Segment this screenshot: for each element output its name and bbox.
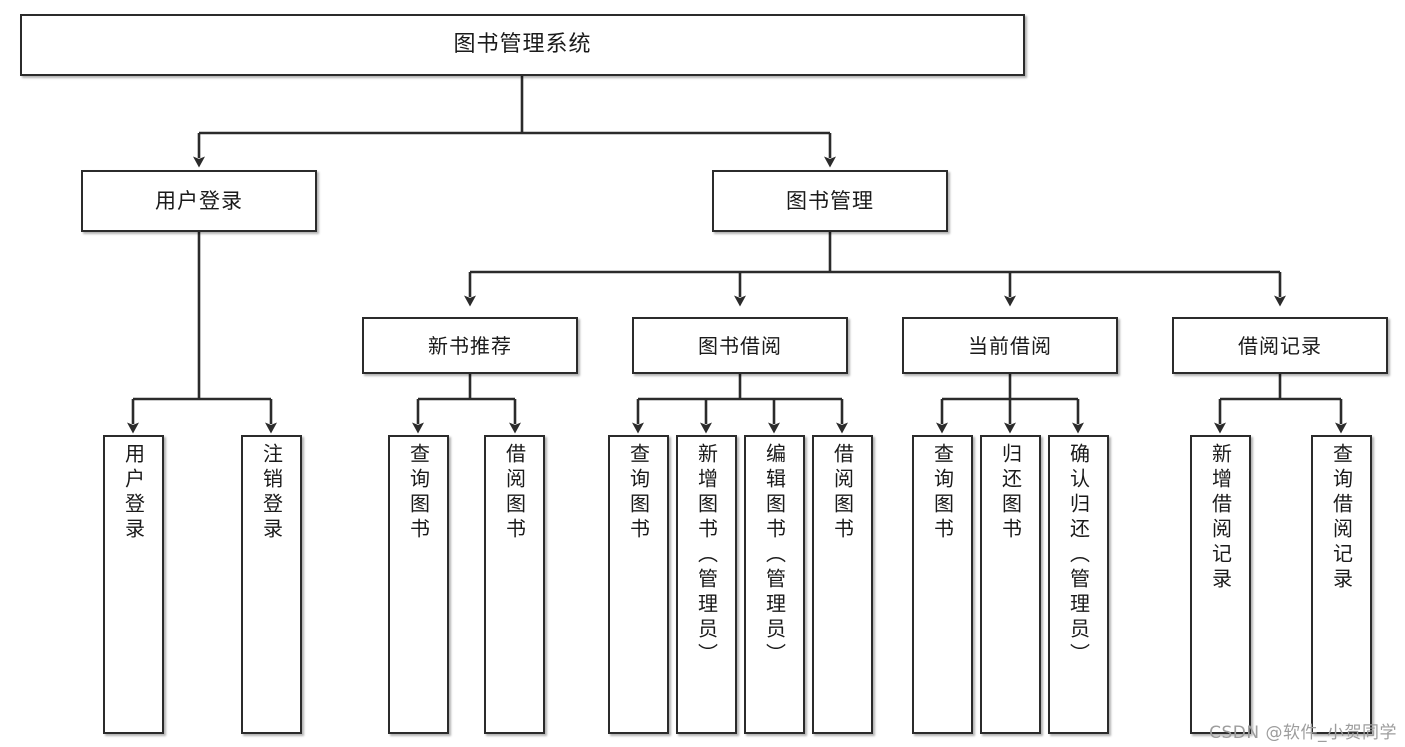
node-label: 归还图书	[998, 443, 1023, 543]
node-label: 查询借阅记录	[1329, 443, 1354, 593]
node-book-borrow[interactable]: 图书借阅	[632, 317, 848, 374]
node-label: 图书管理	[786, 188, 874, 213]
leaf-user-login[interactable]: 用户登录	[103, 435, 164, 734]
leaf-confirm-return-admin[interactable]: 确认归还（管理员）	[1048, 435, 1109, 734]
node-label: 确认归还（管理员）	[1066, 443, 1091, 668]
node-label: 用户登录	[121, 443, 146, 543]
node-borrow-record[interactable]: 借阅记录	[1172, 317, 1388, 374]
node-label: 新增借阅记录	[1208, 443, 1233, 593]
leaf-query-borrow-record[interactable]: 查询借阅记录	[1311, 435, 1372, 734]
node-label: 编辑图书（管理员）	[762, 443, 787, 668]
node-label: 查询图书	[406, 443, 431, 543]
node-label: 图书管理系统	[453, 32, 592, 57]
node-book-management[interactable]: 图书管理	[712, 170, 948, 232]
node-current-borrow[interactable]: 当前借阅	[902, 317, 1118, 374]
node-label: 图书借阅	[698, 333, 782, 358]
node-label: 新增图书（管理员）	[694, 443, 719, 668]
leaf-query-book-borrow[interactable]: 查询图书	[608, 435, 669, 734]
node-label: 借阅图书	[830, 443, 855, 543]
leaf-user-logout[interactable]: 注销登录	[241, 435, 302, 734]
leaf-edit-book-admin[interactable]: 编辑图书（管理员）	[744, 435, 805, 734]
leaf-add-borrow-record[interactable]: 新增借阅记录	[1190, 435, 1251, 734]
node-new-book-recommend[interactable]: 新书推荐	[362, 317, 578, 374]
leaf-borrow-book[interactable]: 借阅图书	[812, 435, 873, 734]
node-label: 查询图书	[930, 443, 955, 543]
leaf-query-book-recommend[interactable]: 查询图书	[388, 435, 449, 734]
node-label: 当前借阅	[968, 333, 1052, 358]
node-label: 查询图书	[626, 443, 651, 543]
leaf-return-book[interactable]: 归还图书	[980, 435, 1041, 734]
leaf-query-book-current[interactable]: 查询图书	[912, 435, 973, 734]
node-label: 新书推荐	[428, 333, 512, 358]
node-label: 注销登录	[259, 443, 284, 543]
node-label: 借阅图书	[502, 443, 527, 543]
node-root-system[interactable]: 图书管理系统	[20, 14, 1025, 76]
node-user-login[interactable]: 用户登录	[81, 170, 317, 232]
watermark-text: CSDN @软件_小贺同学	[1209, 723, 1397, 743]
node-label: 借阅记录	[1238, 333, 1322, 358]
node-label: 用户登录	[155, 188, 243, 213]
leaf-add-book-admin[interactable]: 新增图书（管理员）	[676, 435, 737, 734]
leaf-borrow-book-recommend[interactable]: 借阅图书	[484, 435, 545, 734]
